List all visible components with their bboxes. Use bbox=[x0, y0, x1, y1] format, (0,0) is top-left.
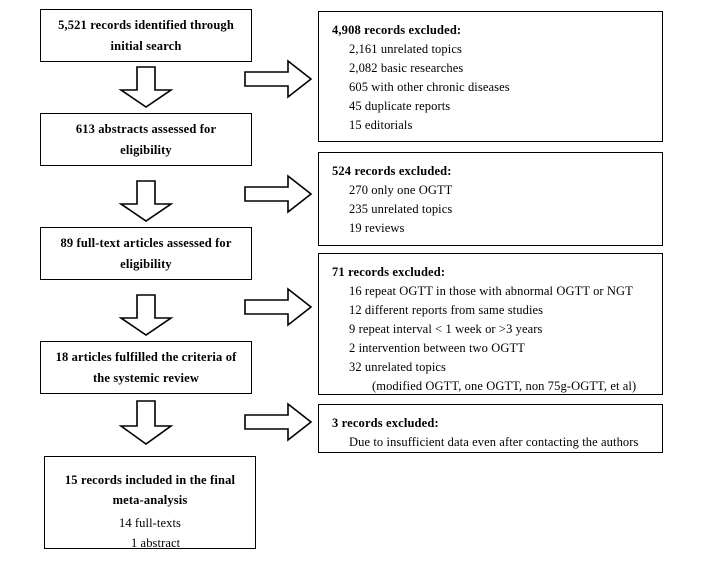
stage-line: eligibility bbox=[120, 256, 172, 271]
exclusion-heading: 3 records excluded: bbox=[332, 416, 439, 430]
right-block-arrow-icon bbox=[244, 59, 314, 100]
exclusion-note: (modified OGTT, one OGTT, non 75g-OGTT, … bbox=[372, 378, 637, 393]
exclusion-item: 16 repeat OGTT in those with abnormal OG… bbox=[349, 283, 633, 298]
exclusion-box-71: 71 records excluded: 16 repeat OGTT in t… bbox=[318, 253, 663, 395]
stage-line: 18 articles fulfilled the criteria of bbox=[55, 350, 237, 365]
stage-box-systemic-review: 18 articles fulfilled the criteria of th… bbox=[40, 341, 252, 394]
exclusion-heading: 71 records excluded: bbox=[332, 265, 446, 279]
exclusion-item: 235 unrelated topics bbox=[349, 201, 453, 216]
exclusion-item: 605 with other chronic diseases bbox=[349, 79, 510, 94]
stage-line: meta-analysis bbox=[112, 493, 188, 508]
exclusion-item: 45 duplicate reports bbox=[349, 98, 451, 113]
down-block-arrow-icon bbox=[118, 180, 174, 224]
right-block-arrow-icon bbox=[244, 174, 314, 215]
stage-box-meta-analysis: 15 records included in the final meta-an… bbox=[44, 456, 256, 550]
stage-box-full-text: 89 full-text articles assessed for eligi… bbox=[40, 227, 252, 280]
exclusion-item: 12 different reports from same studies bbox=[349, 302, 544, 317]
exclusion-item: 2,082 basic researches bbox=[349, 60, 464, 75]
stage-line: 15 records included in the final bbox=[64, 473, 236, 487]
down-block-arrow-icon bbox=[118, 400, 174, 447]
stage-box-abstracts: 613 abstracts assessed for eligibility bbox=[40, 113, 252, 166]
right-block-arrow-icon bbox=[244, 287, 314, 328]
exclusion-box-524: 524 records excluded: 270 only one OGTT … bbox=[318, 152, 663, 246]
meta-analysis-breakdown: 14 full-texts 1 abstract bbox=[119, 513, 181, 554]
down-block-arrow-icon bbox=[118, 66, 174, 110]
exclusion-item: 32 unrelated topics bbox=[349, 359, 447, 374]
stage-line: eligibility bbox=[120, 142, 172, 157]
stage-line: 89 full-text articles assessed for bbox=[60, 236, 232, 251]
stage-line: initial search bbox=[110, 38, 182, 53]
exclusion-heading: 4,908 records excluded: bbox=[332, 23, 462, 37]
exclusion-item: 2 intervention between two OGTT bbox=[349, 340, 525, 355]
stage-line: the systemic review bbox=[92, 370, 200, 385]
stage-line: 5,521 records identified through bbox=[58, 18, 234, 33]
stage-sub-line: 14 full-texts bbox=[118, 515, 182, 530]
exclusion-box-4908: 4,908 records excluded: 2,161 unrelated … bbox=[318, 11, 663, 142]
exclusion-item: 15 editorials bbox=[349, 117, 413, 132]
stage-line: 613 abstracts assessed for bbox=[75, 122, 217, 137]
exclusion-item: 19 reviews bbox=[349, 220, 405, 235]
right-block-arrow-icon bbox=[244, 402, 314, 443]
exclusion-item: 270 only one OGTT bbox=[349, 182, 453, 197]
exclusion-item: 9 repeat interval < 1 week or >3 years bbox=[349, 321, 543, 336]
exclusion-box-3: 3 records excluded: Due to insufficient … bbox=[318, 404, 663, 453]
exclusion-item: 2,161 unrelated topics bbox=[349, 41, 462, 56]
exclusion-item: Due to insufficient data even after cont… bbox=[349, 434, 639, 449]
stage-sub-line: 1 abstract bbox=[130, 535, 181, 550]
exclusion-heading: 524 records excluded: bbox=[332, 164, 452, 178]
stage-box-identified: 5,521 records identified through initial… bbox=[40, 9, 252, 62]
down-block-arrow-icon bbox=[118, 294, 174, 338]
